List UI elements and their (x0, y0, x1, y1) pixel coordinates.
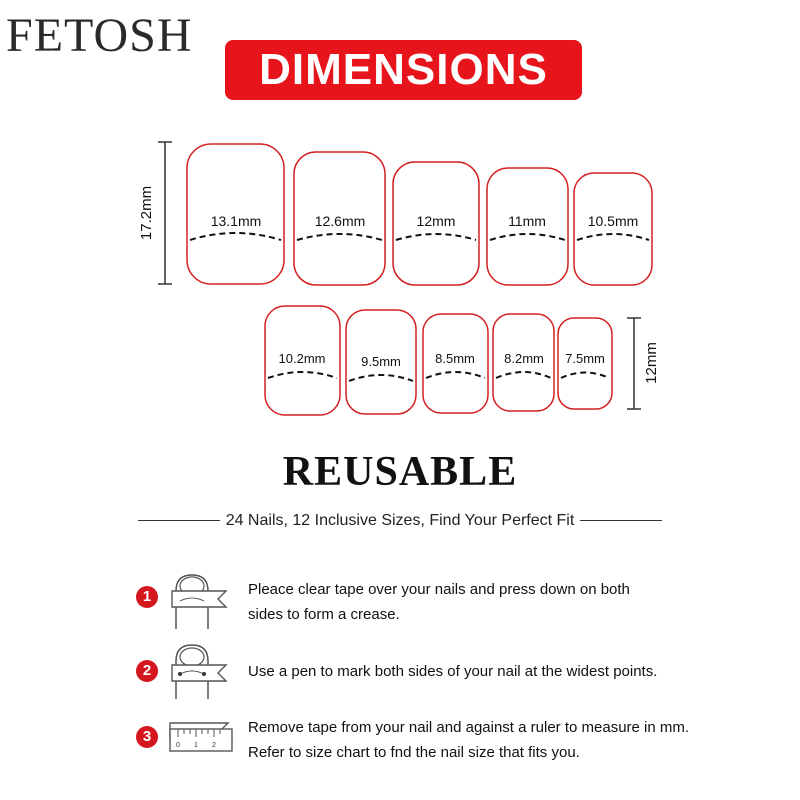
height-indicator-large (158, 141, 172, 285)
height-label-large: 17.2mm (138, 186, 155, 240)
height-indicator-small (627, 317, 641, 410)
tagline-text: 24 Nails, 12 Inclusive Sizes, Find Your … (225, 512, 575, 529)
nail-shape: 11mm (486, 167, 569, 286)
nail-shape: 10.2mm (264, 305, 341, 416)
nail-size-diagram: 17.2mm 13.1mm 12.6mm 12mm 11mm 10.5mm 10… (138, 141, 660, 416)
finger-tape-icon (171, 574, 228, 629)
brand-logo: FETOSH (6, 9, 193, 62)
banner-title: DIMENSIONS (259, 45, 548, 94)
height-label-small: 12mm (643, 342, 660, 384)
nail-size-label: 9.5mm (361, 354, 401, 369)
divider (137, 520, 220, 522)
nail-size-label: 12.6mm (315, 213, 366, 229)
nail-size-label: 7.5mm (565, 351, 605, 366)
nail-shape: 8.2mm (492, 313, 555, 412)
step-number-badge: 1 (136, 586, 158, 608)
step-instruction: Remove tape from your nail and against a… (248, 715, 689, 765)
nail-shape: 10.5mm (573, 172, 653, 286)
step-2: 2 Use a pen to mark both sides of your n… (130, 643, 690, 699)
step-text-line: Use a pen to mark both sides of your nai… (248, 663, 658, 680)
nail-size-label: 10.5mm (588, 213, 639, 229)
reusable-heading: REUSABLE (282, 449, 518, 495)
step-3: 3 0 1 2 Remove tape from your nail and a… (130, 715, 690, 765)
nail-shape: 8.5mm (422, 313, 489, 414)
nail-size-label: 8.5mm (435, 351, 475, 366)
nail-shape: 13.1mm (186, 143, 285, 285)
tagline: 24 Nails, 12 Inclusive Sizes, Find Your … (0, 512, 800, 530)
ruler-tick-label: 2 (212, 742, 216, 749)
dimensions-banner: DIMENSIONS (225, 40, 582, 100)
nail-shape: 7.5mm (557, 317, 613, 410)
nail-size-label: 11mm (508, 213, 546, 229)
nail-shape: 9.5mm (345, 309, 417, 415)
nail-shape: 12mm (392, 161, 480, 286)
nail-size-label: 10.2mm (279, 351, 326, 366)
step-instruction: Pleace clear tape over your nails and pr… (248, 577, 630, 627)
nail-shape: 12.6mm (293, 151, 386, 286)
nail-size-label: 8.2mm (504, 351, 544, 366)
ruler-tick-label: 0 (176, 742, 180, 749)
nail-size-label: 13.1mm (211, 213, 262, 229)
finger-mark-icon (171, 644, 228, 699)
step-number-badge: 3 (136, 726, 158, 748)
step-1: 1 Pleace clear tape over your nails and … (130, 573, 690, 629)
step-instruction: Use a pen to mark both sides of your nai… (248, 659, 657, 684)
step-text-line: Refer to size chart to fnd the nail size… (248, 744, 580, 761)
step-text-line: sides to form a crease. (248, 606, 400, 623)
ruler-icon: 0 1 2 (169, 722, 233, 752)
divider (580, 520, 663, 522)
ruler-tick-label: 1 (194, 742, 198, 749)
step-text-line: Pleace clear tape over your nails and pr… (248, 581, 630, 598)
nail-size-label: 12mm (417, 213, 456, 229)
step-text-line: Remove tape from your nail and against a… (248, 719, 690, 736)
step-number-badge: 2 (136, 660, 158, 682)
